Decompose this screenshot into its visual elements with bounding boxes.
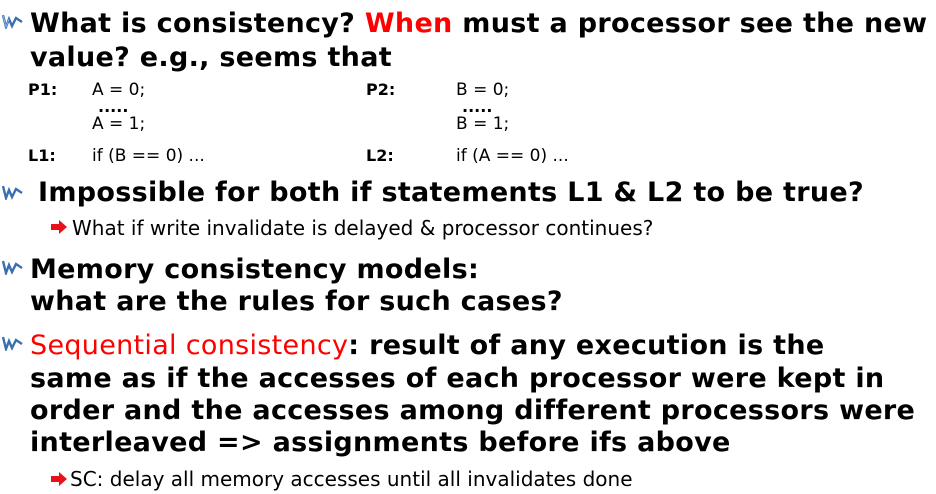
- bullet-1-line-1: What is consistency? When must a process…: [30, 8, 928, 39]
- code-p1-label: P1:: [28, 80, 58, 99]
- bullet-1-line-2: value? e.g., seems that: [30, 42, 392, 73]
- when-highlight: When: [364, 8, 453, 39]
- arrow-right-icon: [51, 472, 67, 486]
- bullet-icon: [2, 336, 23, 351]
- bullet-icon: [2, 14, 23, 29]
- bullet-4-line-1: Sequential consistency: result of any ex…: [30, 330, 825, 361]
- code-p2-label: P2:: [366, 80, 396, 99]
- bullet-3-line-2: what are the rules for such cases?: [30, 286, 563, 317]
- bullet-3-line-1: Memory consistency models:: [30, 254, 480, 285]
- bullet-2-sub-text: What if write invalidate is delayed & pr…: [72, 216, 654, 240]
- sequential-consistency-highlight: Sequential consistency: [30, 330, 349, 361]
- code-p1-line-3: A = 1;: [92, 114, 146, 134]
- bullet-icon: [2, 260, 23, 275]
- code-l2-label: L2:: [366, 146, 394, 165]
- code-l2-stmt: if (A == 0) ...: [456, 146, 569, 166]
- bullet-4-sub-text: SC: delay all memory accesses until all …: [70, 467, 633, 491]
- bullet-icon: [2, 185, 23, 200]
- bullet-2-text: Impossible for both if statements L1 & L…: [38, 177, 864, 208]
- code-p1-line-1: A = 0;: [92, 80, 146, 100]
- code-p2-line-3: B = 1;: [456, 114, 510, 134]
- bullet-4-line-2: same as if the accesses of each processo…: [30, 363, 885, 394]
- code-l1-stmt: if (B == 0) ...: [92, 146, 205, 166]
- code-p2-line-1: B = 0;: [456, 80, 510, 100]
- code-l1-label: L1:: [28, 146, 56, 165]
- bullet-4-line-3: order and the accesses among different p…: [30, 395, 916, 426]
- code-p1-dots: .....: [98, 97, 129, 116]
- code-p2-dots: .....: [462, 97, 493, 116]
- arrow-right-icon: [51, 220, 67, 234]
- bullet-4-line-4: interleaved => assignments before ifs ab…: [30, 427, 731, 458]
